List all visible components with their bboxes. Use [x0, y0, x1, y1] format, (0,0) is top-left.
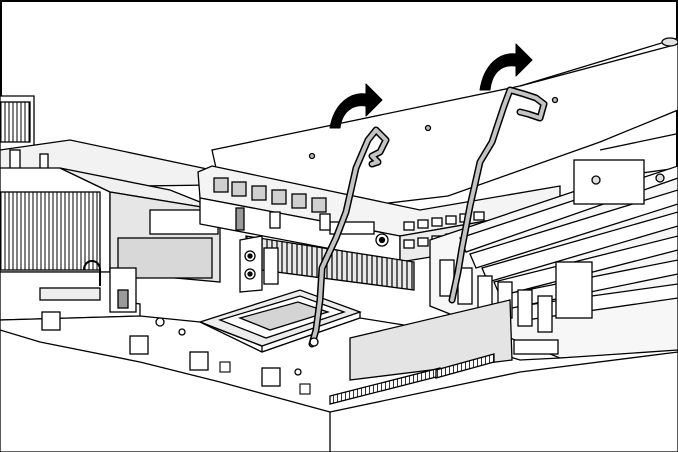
heatsink: [0, 167, 221, 283]
board-connectors: [329, 299, 559, 405]
system-board-tray: [0, 311, 678, 452]
lift-arrow-right: [479, 43, 533, 91]
retention-bracket: [0, 260, 141, 321]
release-lever-right: [448, 86, 548, 304]
release-lever-left: [308, 126, 390, 348]
front-tabs: [219, 361, 311, 395]
riser-connector: [239, 235, 415, 293]
lift-arrow-left: [329, 83, 383, 129]
